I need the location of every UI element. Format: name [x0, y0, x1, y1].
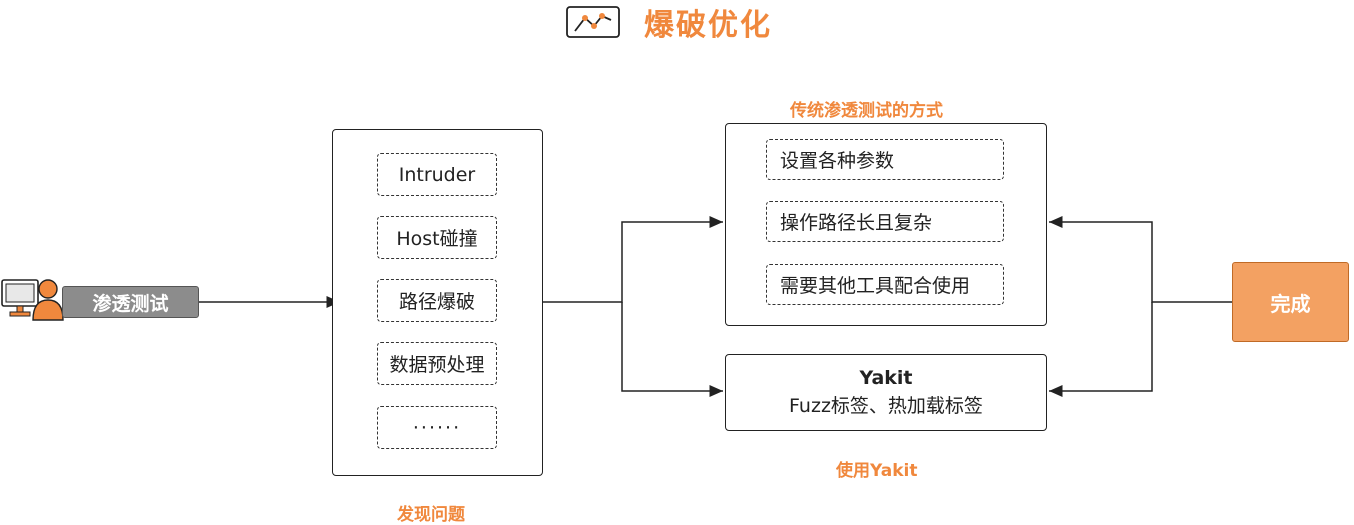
traditional-item-long-path: 操作路径长且复杂 [766, 201, 1004, 242]
problems-caption: 发现问题 [397, 505, 465, 525]
problem-item-path-bruteforce: 路径爆破 [377, 279, 497, 322]
yakit-caption: 使用Yakit [836, 461, 918, 481]
pentest-node: 渗透测试 [62, 286, 199, 318]
yakit-panel: Yakit Fuzz标签、热加载标签 [725, 354, 1047, 431]
traditional-item-params: 设置各种参数 [766, 139, 1004, 180]
page-title: 爆破优化 [644, 8, 772, 43]
line-chart-icon [566, 6, 620, 38]
yakit-title: Yakit [859, 367, 913, 389]
problem-item-data-preprocess: 数据预处理 [377, 342, 497, 385]
problem-item-more: ······ [377, 406, 497, 449]
problem-item-host-collision: Host碰撞 [377, 216, 497, 259]
computer-user-icon [0, 276, 68, 326]
yakit-subtitle: Fuzz标签、热加载标签 [789, 395, 983, 417]
traditional-item-other-tools: 需要其他工具配合使用 [766, 264, 1004, 305]
traditional-caption: 传统渗透测试的方式 [790, 101, 943, 121]
done-node: 完成 [1232, 262, 1349, 342]
problem-item-intruder: Intruder [377, 153, 497, 196]
